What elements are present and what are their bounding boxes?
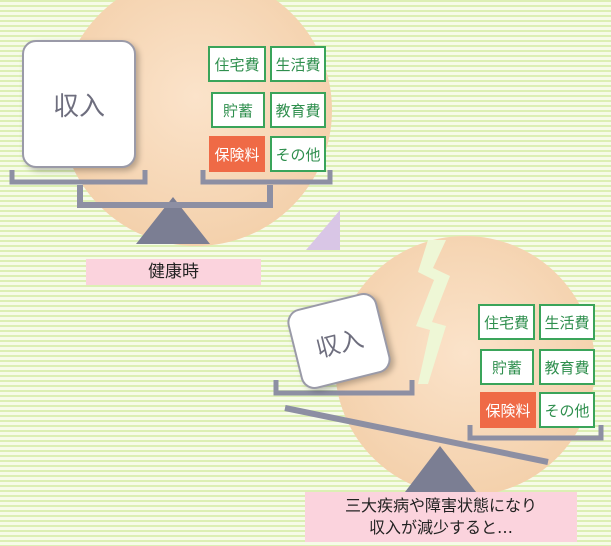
illness-beam-left <box>273 380 415 396</box>
illness-fulcrum <box>405 446 476 492</box>
arrow-icon <box>306 210 340 250</box>
healthy-fulcrum <box>136 197 210 244</box>
expense-education: 教育費 <box>270 92 326 128</box>
healthy-beam-right <box>200 170 333 185</box>
expense-insurance: 保険料 <box>209 136 265 172</box>
expense-insurance-2: 保険料 <box>480 392 536 428</box>
healthy-beam <box>9 170 148 185</box>
caption-illness-line1: 三大疾病や障害状態になり <box>344 496 537 515</box>
expense-savings: 貯蓄 <box>211 92 265 128</box>
expense-living-2: 生活費 <box>539 304 595 340</box>
illness-beam-right <box>467 425 604 441</box>
expense-housing-2: 住宅費 <box>478 304 535 340</box>
expense-other: その他 <box>270 136 326 172</box>
expense-education-2: 教育費 <box>539 349 595 385</box>
caption-healthy: 健康時 <box>86 259 261 285</box>
expense-savings-2: 貯蓄 <box>480 349 534 385</box>
income-box-healthy: 収入 <box>22 40 136 168</box>
illness-beam <box>284 405 549 465</box>
expense-living: 生活費 <box>270 46 326 82</box>
caption-illness-line2: 収入が減少すると… <box>368 518 513 537</box>
expense-housing: 住宅費 <box>208 46 266 82</box>
caption-illness: 三大疾病や障害状態になり 収入が減少すると… <box>305 492 577 542</box>
illness-crack <box>416 240 450 384</box>
expense-other-2: その他 <box>539 392 595 428</box>
healthy-beam-bar <box>77 185 273 208</box>
